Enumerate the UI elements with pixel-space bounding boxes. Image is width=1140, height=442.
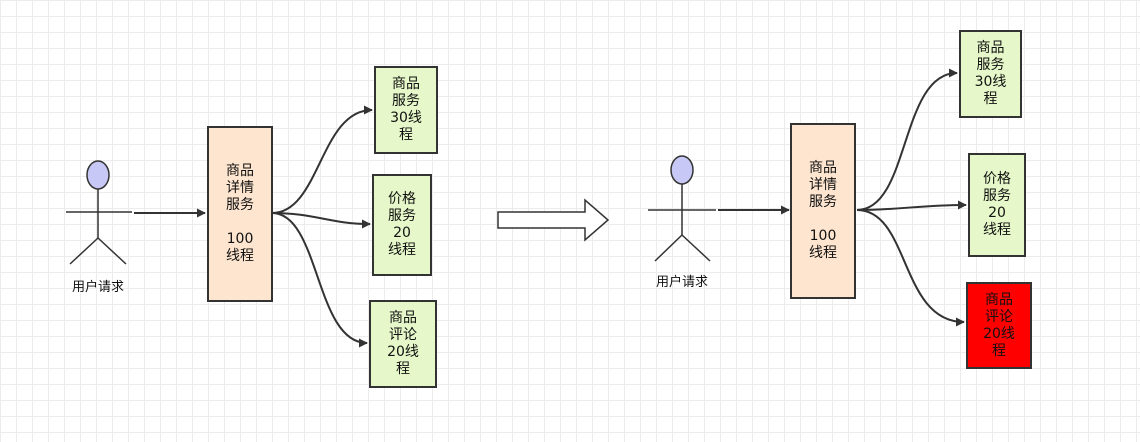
- arrow-detail-to-price: [856, 200, 967, 211]
- arrow-detail-to-product: [271, 105, 373, 214]
- price-service-box: 价格 服务 20 线程: [372, 174, 432, 276]
- product-detail-service-box: 商品 详情 服务 100 线程: [207, 126, 273, 302]
- user-request-label: 用户请求: [655, 275, 708, 290]
- review-service-box: 商品 评论 20线 程: [369, 300, 437, 388]
- transition-arrow-icon: [497, 198, 610, 242]
- arrow-detail-to-review: [271, 212, 368, 348]
- arrow-detail-to-product: [856, 68, 958, 211]
- arrow-detail-to-review: [856, 209, 965, 327]
- product-service-box: 商品 服务 30线 程: [374, 66, 438, 154]
- price-service-box: 价格 服务 20 线程: [968, 153, 1026, 257]
- arrow-detail-to-price: [271, 212, 371, 229]
- review-service-box-overloaded: 商品 评论 20线 程: [966, 282, 1032, 369]
- product-detail-service-box: 商品 详情 服务 100 线程: [790, 123, 856, 299]
- product-service-box: 商品 服务 30线 程: [959, 30, 1022, 118]
- user-request-label: 用户请求: [71, 280, 124, 295]
- user-actor-icon: [648, 155, 716, 262]
- user-actor-icon: [66, 160, 132, 265]
